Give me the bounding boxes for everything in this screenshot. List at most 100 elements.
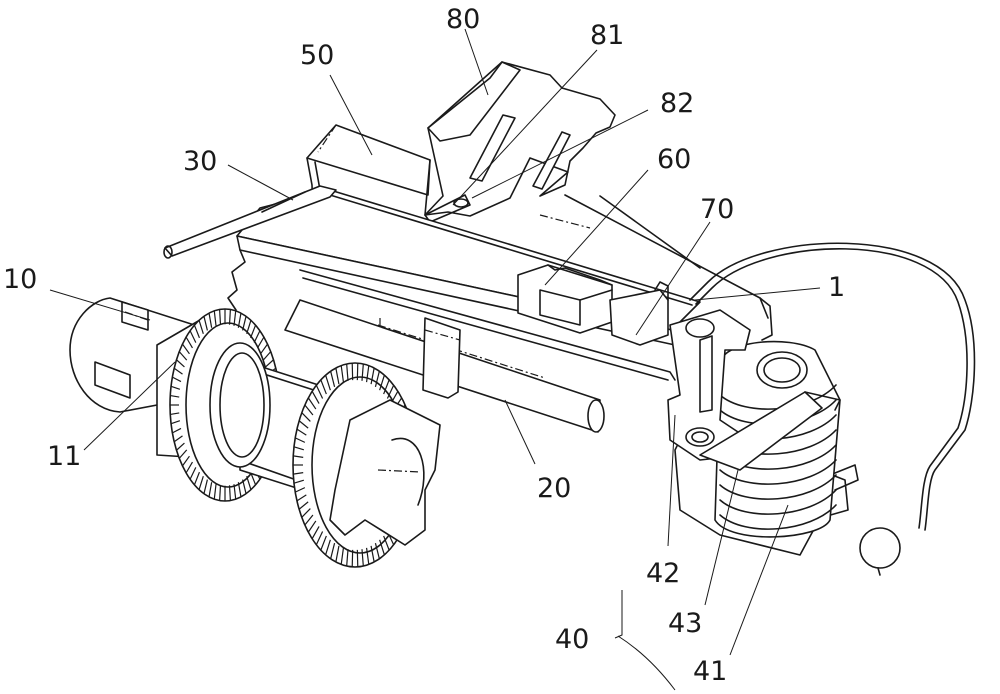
label-70: 70	[700, 194, 734, 225]
gear-tooth	[233, 484, 237, 500]
gear-tooth	[219, 309, 222, 325]
spring-assembly-40	[667, 309, 859, 556]
gear-tooth	[383, 535, 390, 551]
gear-tooth	[335, 367, 340, 385]
gear-tooth	[172, 427, 182, 434]
label-20: 20	[537, 473, 571, 504]
gear-tooth	[189, 467, 197, 480]
gear-tooth	[181, 343, 190, 355]
gear-tooth	[374, 543, 380, 559]
gear-tooth	[298, 420, 309, 429]
gear-tooth	[304, 514, 314, 526]
label-30: 30	[183, 146, 217, 177]
lever-rod-30	[163, 185, 337, 259]
gear-tooth	[311, 390, 320, 404]
gear-tooth	[325, 539, 331, 556]
gear-tooth	[189, 330, 197, 343]
gear-tooth	[213, 310, 217, 326]
label-81: 81	[590, 20, 624, 51]
gear-tooth	[294, 487, 306, 493]
gear-tooth	[249, 324, 257, 339]
gear-tooth	[185, 336, 193, 349]
gear-tooth	[293, 472, 304, 475]
gear-tooth	[307, 397, 317, 410]
gear-tooth	[296, 428, 307, 436]
gear-tooth	[237, 313, 242, 328]
label-11: 11	[47, 441, 81, 472]
gear-tooth	[301, 508, 311, 518]
label-50: 50	[300, 40, 334, 71]
gear-tooth	[320, 379, 327, 395]
gear-tooth	[307, 520, 317, 533]
gear-tooth	[172, 376, 182, 383]
gear-tooth	[311, 526, 320, 540]
gear-tooth	[296, 494, 307, 502]
gear-tooth	[237, 482, 242, 497]
gear-tooth	[340, 547, 345, 565]
leader-lines	[49, 28, 821, 691]
gear-tooth	[315, 531, 324, 546]
gear-tooth	[170, 420, 181, 425]
coil-turn	[719, 474, 837, 500]
gear-tooth	[193, 471, 201, 486]
gear-tooth	[233, 310, 237, 326]
gear-tooth	[386, 384, 395, 399]
gear-tooth	[170, 394, 180, 398]
gear-tooth	[374, 371, 380, 387]
slider-block-60	[517, 264, 613, 334]
gear-tooth	[203, 479, 208, 494]
gear-tooth	[330, 543, 336, 559]
gear-tooth	[298, 501, 309, 510]
gear-tooth	[208, 482, 213, 497]
reference-labels: 80 81 50 82 60 30 70 10 1 11 20 42 43 40…	[3, 4, 845, 687]
gear-tooth	[228, 485, 231, 501]
coil-turn	[719, 459, 837, 485]
gear-tooth	[304, 404, 314, 416]
gear-tooth	[219, 485, 222, 501]
clip	[422, 317, 461, 399]
gear-tooth	[370, 367, 375, 385]
label-42: 42	[646, 558, 680, 589]
gear-tooth	[320, 535, 327, 551]
label-82: 82	[660, 88, 694, 119]
gear-tooth	[173, 435, 183, 443]
gear-tooth	[294, 437, 306, 443]
gear-tooth	[315, 384, 324, 399]
coil-turn	[719, 504, 837, 530]
gear-tooth	[260, 343, 269, 355]
gear-tooth	[293, 455, 304, 458]
gear-tooth	[365, 365, 370, 383]
link-plate-70	[609, 281, 669, 346]
gear-tooth	[193, 324, 201, 339]
gear-tooth	[170, 385, 181, 390]
gear-tooth	[176, 442, 185, 451]
gear-tooth	[325, 374, 331, 391]
gear-tooth	[379, 374, 385, 391]
gear-tooth	[346, 363, 349, 381]
right-gear-teeth	[293, 363, 417, 567]
gear-tooth	[242, 479, 247, 494]
gear-tooth	[185, 461, 193, 474]
gear-tooth	[265, 359, 274, 368]
label-41: 41	[693, 656, 727, 687]
gear-tooth	[361, 549, 364, 567]
gear-tooth	[198, 475, 204, 490]
coil-turn	[719, 489, 837, 515]
main-beam	[227, 189, 701, 381]
gear-tooth	[228, 309, 231, 325]
label-60: 60	[657, 144, 691, 175]
label-40: 40	[555, 624, 589, 655]
gear-tooth	[335, 545, 340, 563]
frame-50	[306, 124, 773, 341]
gear-tooth	[257, 336, 265, 349]
gear-tooth	[262, 351, 272, 361]
gear-tooth	[246, 475, 252, 490]
gear-tooth	[173, 367, 183, 375]
gear-tooth	[330, 371, 336, 387]
gear-tooth	[246, 320, 252, 335]
gear-tooth	[370, 545, 375, 563]
gear-tooth	[208, 313, 213, 328]
gear-tooth	[181, 455, 190, 467]
gear-tooth	[383, 379, 390, 395]
